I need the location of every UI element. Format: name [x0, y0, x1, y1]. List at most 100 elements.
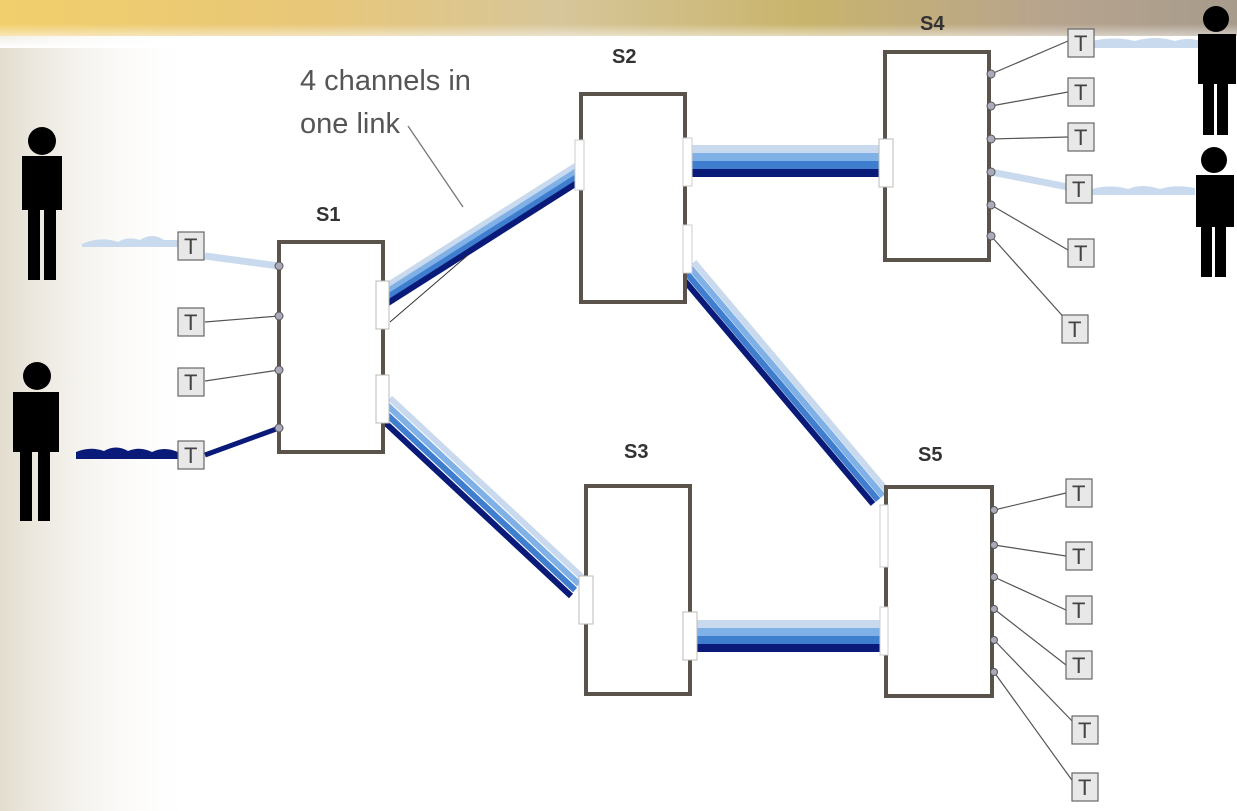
switch-box — [277, 240, 385, 454]
switch-port — [682, 224, 693, 274]
terminal: T — [1067, 77, 1095, 107]
port-dot — [990, 541, 998, 549]
link-s3-s5 — [696, 620, 882, 652]
access-link — [993, 608, 1067, 666]
terminal-label: T — [1072, 653, 1085, 678]
person-icon — [22, 127, 62, 280]
switch-box — [884, 485, 994, 698]
access-link — [990, 235, 1069, 323]
channel-3 — [681, 268, 881, 502]
terminal: T — [1065, 174, 1093, 204]
terminal: T — [177, 307, 205, 337]
person-icon — [1196, 147, 1234, 277]
switch-port — [682, 137, 693, 187]
terminal-label: T — [184, 310, 197, 335]
terminal-label: T — [1074, 241, 1087, 266]
switch-label: S2 — [612, 46, 636, 68]
access-link — [204, 315, 280, 323]
switch-label: S3 — [624, 441, 648, 463]
channel-3 — [688, 161, 884, 169]
access-link — [993, 671, 1075, 784]
access-link — [204, 369, 280, 382]
switch-box — [584, 484, 692, 696]
terminal: T — [1065, 650, 1093, 680]
terminal-label: T — [1078, 718, 1091, 743]
channel-2 — [688, 153, 884, 161]
terminal: T — [177, 367, 205, 397]
channel-1 — [688, 145, 884, 153]
access-link — [990, 91, 1069, 107]
cloud-icon — [76, 447, 178, 459]
channel-4 — [688, 169, 884, 177]
switch-port — [578, 575, 594, 625]
port-dot — [986, 134, 996, 144]
terminal-label: T — [1072, 481, 1085, 506]
switch-port — [879, 606, 889, 656]
port-dots — [274, 69, 998, 676]
cloud-icon — [82, 236, 178, 247]
terminal-label: T — [1074, 31, 1087, 56]
port-dot — [986, 101, 996, 111]
access-link-active-light — [204, 252, 280, 270]
port-dot — [990, 605, 998, 613]
access-link — [993, 544, 1067, 557]
annotation-pointer — [407, 125, 464, 208]
port-dot — [986, 231, 996, 241]
link-s2-s5 — [676, 260, 891, 506]
switch-s4: S4 — [878, 13, 991, 262]
switch-port — [879, 504, 889, 568]
terminal: T — [1067, 28, 1095, 58]
switch-port — [682, 611, 698, 661]
switch-s3: S3 — [578, 441, 698, 696]
link-s2-s4 — [688, 145, 884, 177]
channel-2 — [696, 628, 882, 636]
port-dot — [990, 636, 998, 644]
access-link — [990, 40, 1069, 75]
channel-1 — [691, 260, 891, 494]
terminal-label: T — [1068, 317, 1081, 342]
terminal: T — [1061, 314, 1089, 344]
port-dot — [986, 200, 996, 210]
port-dot — [274, 311, 284, 321]
port-dot — [986, 69, 996, 79]
channel-2 — [386, 166, 582, 294]
channel-1 — [386, 160, 582, 288]
access-link-active-light — [990, 168, 1069, 191]
channel-2 — [686, 264, 886, 498]
switch-port — [375, 280, 390, 330]
switch-label: S1 — [316, 204, 340, 226]
terminals: T T T T T T T T T T T T T T T T — [177, 28, 1099, 802]
channel-4 — [386, 178, 582, 306]
switch-port — [574, 139, 585, 191]
access-link — [993, 639, 1075, 724]
channel-3 — [696, 636, 882, 644]
terminal-label: T — [1074, 80, 1087, 105]
channel-1 — [696, 620, 882, 628]
port-dot — [990, 668, 998, 676]
annotation-line-2: one link — [300, 108, 400, 140]
switch-s1: S1 — [277, 204, 390, 454]
access-link — [993, 576, 1067, 611]
link-edge — [389, 254, 469, 323]
terminal: T — [1071, 715, 1099, 745]
terminal: T — [1067, 238, 1095, 268]
access-link-active-dark — [204, 425, 280, 458]
terminal-label: T — [1072, 598, 1085, 623]
port-dot — [274, 423, 284, 433]
port-dot — [274, 261, 284, 271]
switch-port — [375, 374, 390, 424]
switch-s5: S5 — [879, 444, 994, 698]
cloud-icon — [1092, 186, 1195, 195]
channel-3 — [386, 172, 582, 300]
terminal: T — [177, 231, 205, 261]
switch-port — [878, 138, 894, 188]
access-link — [990, 204, 1069, 251]
top-banner-fade — [0, 24, 1237, 48]
channel-3 — [379, 407, 578, 593]
channel-1 — [387, 395, 586, 581]
switch-label: S5 — [918, 444, 942, 466]
terminal: T — [177, 440, 205, 470]
terminal: T — [1065, 478, 1093, 508]
port-dot — [986, 167, 996, 177]
